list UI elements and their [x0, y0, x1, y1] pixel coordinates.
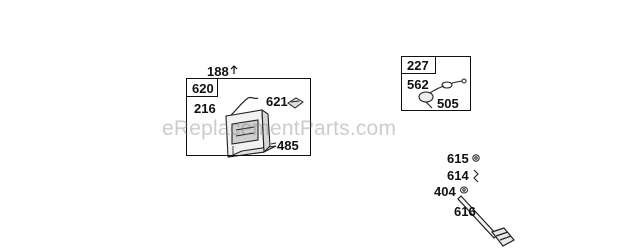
- callout-485: 485: [277, 138, 299, 153]
- callout-188: 188: [207, 64, 229, 79]
- washer-404: [460, 186, 468, 194]
- watermark: eReplacementParts.com: [162, 117, 397, 140]
- callout-216: 216: [194, 101, 216, 116]
- callout-505: 505: [437, 96, 459, 111]
- callout-621: 621: [266, 94, 288, 109]
- callout-562: 562: [407, 77, 429, 92]
- callout-616: 616: [454, 204, 476, 219]
- callout-404: 404: [434, 184, 456, 199]
- callout-227: 227: [407, 58, 429, 73]
- callout-620: 620: [192, 81, 214, 96]
- wire-216: [227, 96, 259, 119]
- header-cell-620: [186, 78, 218, 97]
- shaft-616: [457, 195, 515, 247]
- part-group-227: [401, 56, 471, 111]
- leader-485: [270, 142, 277, 145]
- callout-614: 614: [447, 168, 469, 183]
- callout-188-arrow: [230, 65, 238, 74]
- part-group-620: [186, 78, 311, 156]
- nut-615: [472, 154, 480, 162]
- callout-615: 615: [447, 151, 469, 166]
- clip-614: [473, 169, 479, 183]
- bracket-485: [225, 108, 277, 158]
- lever-505: [418, 91, 434, 109]
- header-cell-227: [401, 56, 436, 74]
- clip-621: [287, 97, 304, 109]
